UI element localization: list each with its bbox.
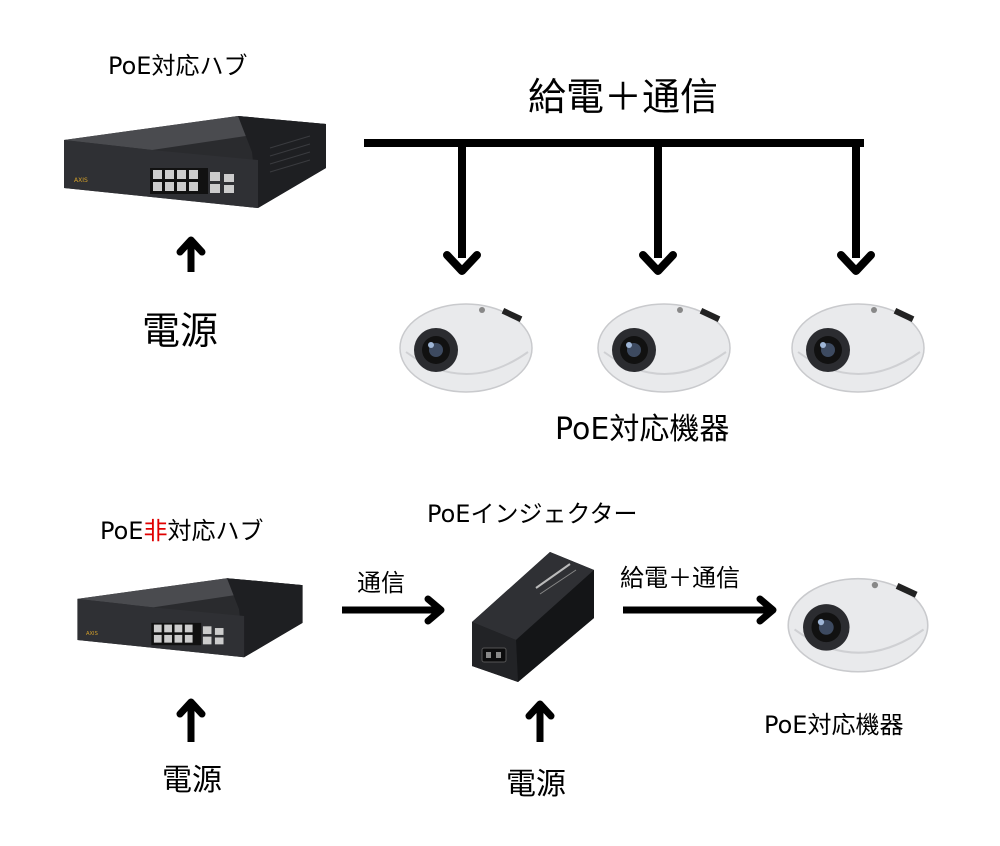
- svg-text:AXIS: AXIS: [86, 631, 98, 637]
- hub-power-label: 電源: [162, 763, 222, 798]
- network-switch-icon: AXIS: [64, 116, 326, 208]
- dome-camera-icon: [791, 303, 925, 393]
- arrow-down-icon: [837, 251, 875, 275]
- top-hub-label: PoE対応ハブ: [108, 52, 248, 80]
- hub-power-arrow-icon: [176, 698, 206, 742]
- injector-power-arrow-icon: [525, 700, 555, 742]
- power-comm-arrow-icon: [623, 595, 777, 625]
- top-bus-label: 給電＋通信: [528, 75, 719, 119]
- hub-label-highlight: 非: [143, 517, 168, 545]
- dome-camera-icon: [597, 303, 731, 393]
- network-switch-icon: AXIS: [77, 578, 303, 658]
- arrow-down-icon: [443, 251, 481, 275]
- comm-label: 通信: [357, 569, 405, 597]
- top-power-label: 電源: [142, 309, 219, 353]
- hub-label-prefix: PoE: [100, 517, 144, 545]
- svg-text:AXIS: AXIS: [74, 177, 88, 184]
- injector-power-label: 電源: [506, 767, 566, 802]
- bottom-device-label: PoE対応機器: [764, 711, 904, 739]
- injector-label: PoEインジェクター: [427, 500, 638, 528]
- hub-label-suffix: 対応ハブ: [167, 517, 264, 545]
- arrow-down-icon: [639, 251, 677, 275]
- dome-camera-icon: [399, 303, 533, 393]
- top-devices-label: PoE対応機器: [555, 412, 730, 447]
- dome-camera-icon: [787, 577, 929, 673]
- out-label: 給電＋通信: [620, 564, 740, 592]
- top-power-arrow-icon: [176, 236, 206, 272]
- bottom-hub-label: PoE非対応ハブ: [100, 519, 263, 543]
- comm-arrow-icon: [342, 595, 445, 625]
- top-bus-line: [364, 139, 875, 275]
- poe-injector-icon: [472, 552, 594, 682]
